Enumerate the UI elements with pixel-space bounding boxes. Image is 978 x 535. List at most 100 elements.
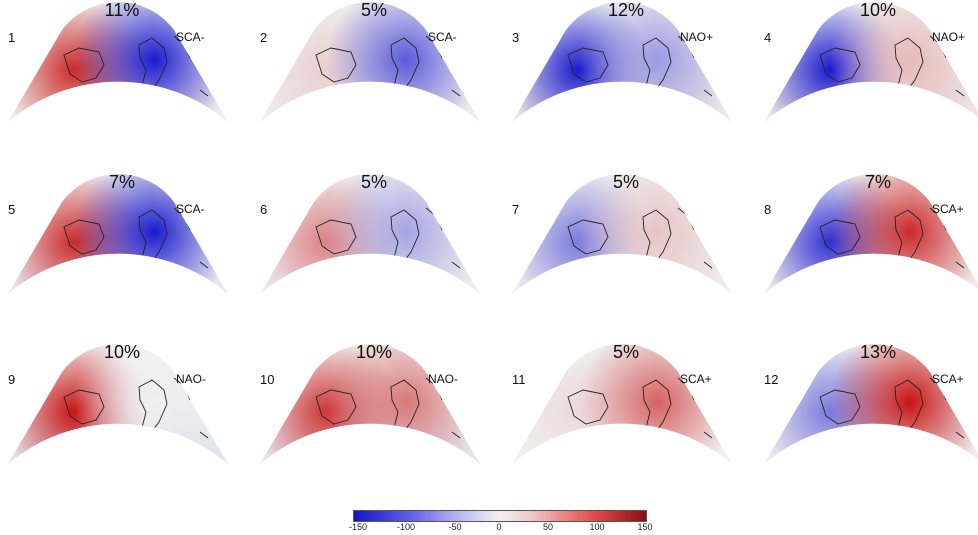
anomaly-field <box>764 173 978 294</box>
coastline <box>115 259 127 273</box>
panel-number: 11 <box>512 372 526 387</box>
map-svg <box>8 173 228 294</box>
panel-number: 1 <box>8 30 16 45</box>
coastline <box>343 260 358 271</box>
coastline <box>115 271 200 294</box>
anomaly-field <box>512 343 732 464</box>
coastline <box>63 219 105 255</box>
coastline <box>343 88 358 99</box>
colorbar-tick: -50 <box>448 522 462 532</box>
coastline <box>343 430 358 441</box>
coastline <box>367 271 452 294</box>
panel-percent: 5% <box>360 172 387 192</box>
panel-regime-label: SCA+ <box>932 372 964 386</box>
coastline <box>595 430 610 441</box>
anomaly-field <box>260 173 480 294</box>
map-panel: 2 5% SCA- <box>256 0 486 170</box>
coastline <box>619 271 704 294</box>
map-svg <box>512 173 732 294</box>
coastline <box>595 260 610 271</box>
panel-percent: 5% <box>360 0 387 20</box>
coastline <box>63 47 105 83</box>
map-svg <box>512 1 732 122</box>
map-svg <box>260 173 480 294</box>
anomaly-field <box>512 1 732 122</box>
anomaly-field <box>260 343 480 464</box>
coastline <box>619 99 704 122</box>
panel-percent: 10% <box>859 0 897 20</box>
coastline <box>115 429 127 443</box>
coastline <box>871 429 883 443</box>
panel-percent: 11% <box>104 0 140 20</box>
colorbar-tick: -150 <box>348 522 367 532</box>
panel-regime-label: NAO+ <box>680 30 714 44</box>
panel-regime-label: NAO- <box>428 372 458 386</box>
map-svg <box>512 343 732 464</box>
coastline <box>567 389 609 425</box>
coastline <box>595 88 610 99</box>
map-panel: 11 5% SCA+ <box>508 342 738 512</box>
map-svg <box>260 1 480 122</box>
panel-number: 2 <box>260 30 268 45</box>
coastline <box>567 219 609 255</box>
panel-number: 10 <box>260 372 275 387</box>
panel-regime-label: SCA+ <box>680 372 712 386</box>
panel-number: 3 <box>512 30 520 45</box>
colorbar-tick: 0 <box>496 522 502 532</box>
colorbar: -150 -100 -50 0 50 100 150 <box>349 510 653 535</box>
coastline <box>367 87 379 101</box>
map-svg <box>764 173 978 294</box>
anomaly-field <box>8 343 228 464</box>
coastline <box>567 47 609 83</box>
coastline <box>115 87 127 101</box>
map-svg <box>8 1 228 122</box>
panel-number: 8 <box>764 202 772 217</box>
coastline <box>619 259 631 273</box>
colorbar-ramp <box>353 510 647 522</box>
coastline <box>315 389 357 425</box>
map-svg <box>8 343 228 464</box>
coastline <box>871 259 883 273</box>
panel-percent: 10% <box>355 342 393 362</box>
anomaly-field <box>764 343 978 464</box>
coastline <box>871 87 883 101</box>
panel-regime-label: NAO+ <box>932 30 966 44</box>
coastline <box>619 87 631 101</box>
anomaly-field <box>8 1 228 122</box>
panel-number: 6 <box>260 202 268 217</box>
coastline <box>63 389 105 425</box>
panel-percent: 7% <box>108 172 135 192</box>
colorbar-tick: 100 <box>589 522 605 532</box>
anomaly-field <box>8 173 228 294</box>
panel-percent: 5% <box>612 342 639 362</box>
coastline <box>315 219 357 255</box>
coastline <box>847 430 862 441</box>
coastline <box>871 441 956 464</box>
panel-number: 4 <box>764 30 772 45</box>
panel-percent: 7% <box>864 172 891 192</box>
panel-number: 9 <box>8 372 16 387</box>
coastline <box>847 88 862 99</box>
panel-regime-label: SCA- <box>176 202 205 216</box>
coastline <box>819 47 861 83</box>
panel-percent: 10% <box>103 342 141 362</box>
coastline <box>619 441 704 464</box>
map-svg <box>764 1 978 122</box>
panel-regime-label: SCA- <box>428 30 457 44</box>
panel-number: 12 <box>764 372 779 387</box>
coastline <box>367 99 452 122</box>
coastline <box>91 88 106 99</box>
colorbar-tick: 150 <box>637 522 653 532</box>
coastline <box>619 429 631 443</box>
map-svg <box>764 343 978 464</box>
map-panel: 10 10% NAO- <box>256 342 486 512</box>
anomaly-field <box>764 1 978 122</box>
coastline <box>367 429 379 443</box>
